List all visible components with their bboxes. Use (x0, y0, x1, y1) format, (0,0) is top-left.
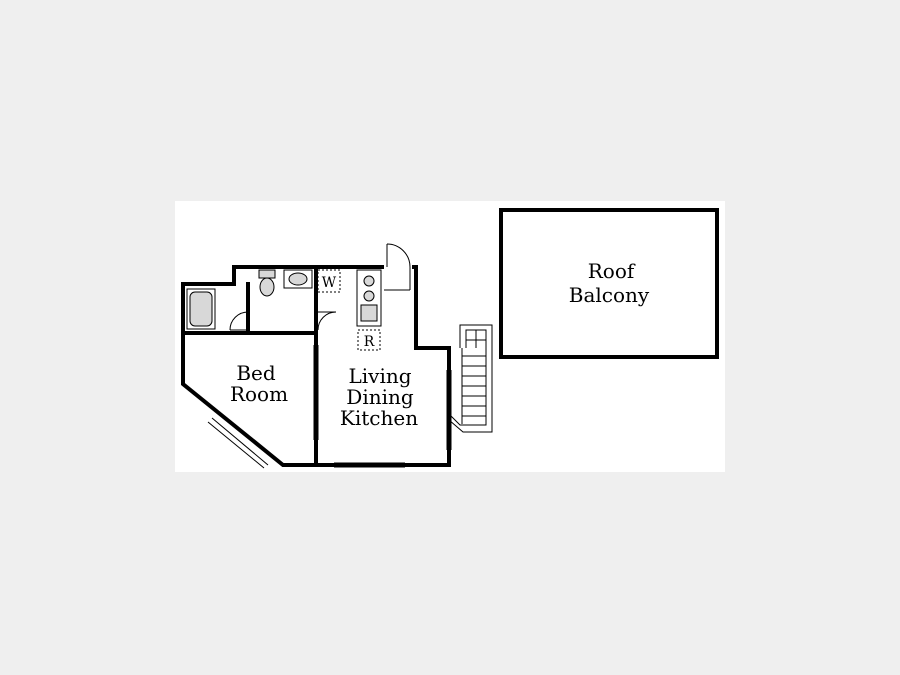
roof-balcony-wall (499, 208, 719, 359)
bathtub (186, 288, 216, 330)
washer-label: W (322, 275, 337, 291)
bedroom-window-inner (207, 421, 265, 469)
stove-burner-1 (363, 275, 375, 287)
ldk-label-line2: Dining (346, 385, 414, 409)
bedroom-window-outer (211, 417, 269, 466)
washbasin (283, 269, 313, 289)
bathroom-door[interactable] (229, 311, 249, 331)
kitchen-sink (360, 304, 378, 322)
kitchen-counter (356, 269, 382, 327)
bedroom-label-line1: Bed (236, 361, 276, 385)
refrigerator-space: R (357, 329, 381, 351)
refrigerator-label: R (364, 334, 375, 350)
ldk-label-line3: Kitchen (340, 406, 418, 430)
washer-space: W (317, 269, 341, 293)
apartment-walls (181, 265, 451, 467)
entrance-door[interactable] (384, 243, 412, 291)
bedroom-label-line2: Room (230, 382, 288, 406)
toilet-door[interactable] (317, 311, 337, 331)
balcony-label-line1: Roof (588, 259, 636, 283)
stove-burner-2 (363, 290, 375, 302)
bottom-wall (181, 331, 451, 467)
toilet (258, 269, 276, 297)
bathroom-wall (181, 265, 387, 286)
staircase (448, 324, 493, 433)
top-right-wall (408, 265, 451, 467)
balcony-label-line2: Balcony (569, 283, 650, 307)
ldk-label-line1: Living (348, 364, 411, 388)
windows (207, 345, 452, 469)
